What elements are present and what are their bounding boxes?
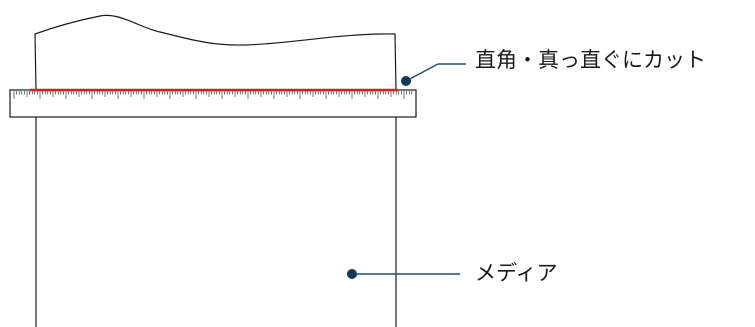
ruler (9, 89, 417, 118)
cut-callout-dot (401, 76, 411, 86)
cut-callout-leader (405, 63, 439, 82)
media-callout-dot (347, 269, 357, 279)
cut-callout-label: 直角・真っ直ぐにカット (475, 48, 706, 72)
media-callout-label: メディア (475, 261, 558, 285)
ruler-ticks (13, 91, 413, 99)
media-sheet (34, 14, 397, 327)
